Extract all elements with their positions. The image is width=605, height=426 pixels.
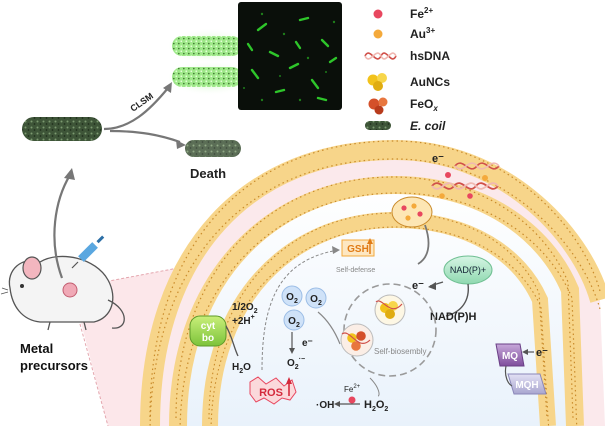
svg-text:O2: O2 <box>286 292 298 305</box>
o2-molecule-1: O2 <box>281 285 303 307</box>
gsh-badge: GSH <box>341 238 375 257</box>
nadph-arrow <box>445 283 469 317</box>
mouse-illustration <box>0 255 125 331</box>
superoxide-label: O2·− <box>287 356 305 371</box>
bacterium-glow-2 <box>172 67 242 87</box>
fe2-label: Fe2+ <box>344 384 361 394</box>
metal-label: Metal <box>20 341 53 356</box>
self-defense-label: Self-defense <box>336 267 375 274</box>
clsm-arrow <box>103 87 169 131</box>
svg-text:cyt: cyt <box>201 321 216 332</box>
legend: Fe2+ Au3+ hsDNA AuNCs FeOx E. coil <box>364 6 450 133</box>
legend-fe: Fe2+ <box>410 6 433 21</box>
dna-helix-icon <box>364 52 397 60</box>
self-biosembly-label: Self-biosembly <box>374 347 426 356</box>
syringe-icon <box>71 235 105 269</box>
clsm-label: CLSM <box>128 91 155 114</box>
death-arrow <box>109 129 181 144</box>
iron-oxide-cluster-icon <box>368 97 388 115</box>
h2o2-label: H2O2 <box>364 399 388 413</box>
mq-node: MQ <box>495 343 525 367</box>
bacterium-icon <box>365 121 391 130</box>
bacterium-dead <box>185 140 241 157</box>
clsm-image <box>238 2 342 110</box>
membrane-pore <box>391 196 433 228</box>
legend-ecoli: E. coil <box>410 119 446 133</box>
legend-feox: FeOx <box>410 97 438 113</box>
svg-text:MQ: MQ <box>502 351 518 362</box>
bacterium-main <box>22 117 102 141</box>
svg-text:O2: O2 <box>310 294 322 307</box>
pink-dot-icon <box>373 9 383 19</box>
cyt-bo-node: cyt bo <box>189 315 227 347</box>
gold-cluster-icon <box>367 73 387 91</box>
fe2-dot <box>348 396 356 404</box>
dna-strands <box>431 162 500 199</box>
legend-hsdna: hsDNA <box>410 49 450 63</box>
nadph-label: NAD(P)H <box>430 311 476 323</box>
svg-text:MQH: MQH <box>515 380 538 391</box>
death-label: Death <box>190 166 226 181</box>
o2-molecule-2: O2 <box>305 287 327 309</box>
precursors-label: precursors <box>20 358 88 373</box>
orange-dot-icon <box>373 29 383 39</box>
electron-mid: e⁻ <box>412 280 424 292</box>
svg-text:GSH: GSH <box>347 244 369 255</box>
ros-badge: ROS <box>249 376 297 405</box>
legend-auncs: AuNCs <box>410 75 450 89</box>
h2o-label: H2O <box>232 362 251 375</box>
two-h-label: +2H+ <box>232 314 255 327</box>
bacterium-glow-1 <box>172 36 242 56</box>
up-arrow <box>53 174 71 279</box>
legend-au: Au3+ <box>410 26 435 41</box>
nadp-plus-node: NAD(P)+ <box>443 255 493 285</box>
influx-arrow <box>417 224 430 265</box>
electron-top: e⁻ <box>432 153 444 165</box>
electron-mq: e⁻ <box>536 347 548 359</box>
mqh-node: MQH <box>507 373 547 395</box>
hydroxyl-label: ·OH <box>316 400 334 411</box>
o2-molecule-3: O2 <box>283 309 305 331</box>
svg-text:O2: O2 <box>288 316 300 329</box>
svg-text:NAD(P)+: NAD(P)+ <box>450 265 486 275</box>
svg-text:bo: bo <box>202 333 214 344</box>
electron-o2: e⁻ <box>302 338 313 349</box>
half-o2-label: 1/2O2 <box>232 302 258 315</box>
self-biosembly-cycle: Self-biosembly <box>340 283 437 377</box>
svg-text:ROS: ROS <box>259 387 283 399</box>
